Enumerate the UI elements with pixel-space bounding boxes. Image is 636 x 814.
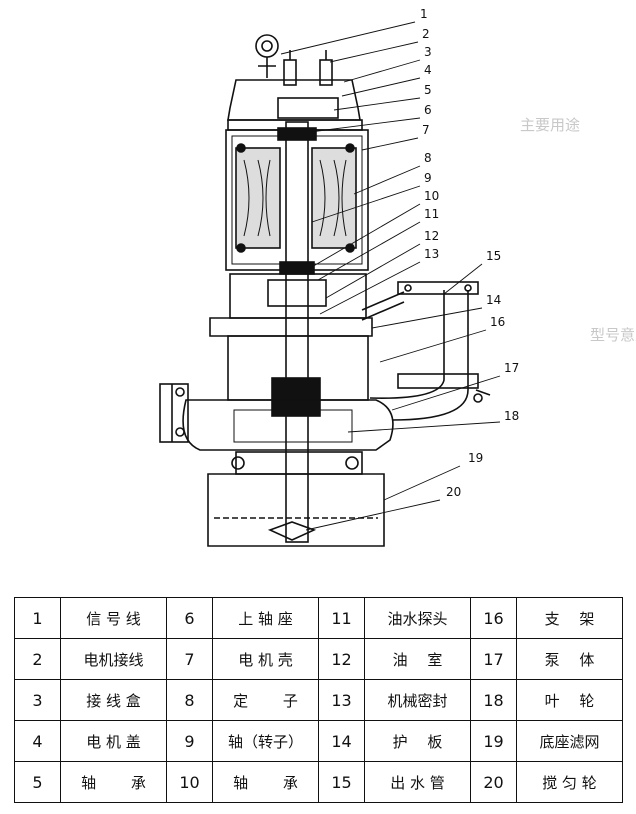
pump-cross-section-drawing: 主要用途 型号意义: [159, 7, 636, 547]
callout-number: 10: [424, 189, 439, 203]
callout-number: 12: [424, 229, 439, 243]
part-name: 出 水 管: [364, 761, 471, 803]
callout-number: 7: [422, 123, 430, 137]
part-name: 护 板: [364, 720, 471, 762]
part-number: 4: [14, 720, 61, 762]
part-name: 泵 体: [516, 638, 623, 680]
part-name: 轴 承: [212, 761, 319, 803]
part-number: 18: [470, 679, 517, 721]
part-name: 油水探头: [364, 597, 471, 639]
callout-number: 5: [424, 83, 432, 97]
callout-number: 20: [446, 485, 461, 499]
part-name: 底座滤网: [516, 720, 623, 762]
part-name: 电 机 盖: [60, 720, 167, 762]
callout-number: 1: [420, 7, 428, 21]
part-number: 5: [14, 761, 61, 803]
callout-number: 16: [490, 315, 505, 329]
part-name: 轴 承: [60, 761, 167, 803]
callout-number: 8: [424, 151, 432, 165]
part-number: 13: [318, 679, 365, 721]
part-name: 上 轴 座: [212, 597, 319, 639]
part-number: 15: [318, 761, 365, 803]
part-number: 6: [166, 597, 213, 639]
ghost-heading-usage: 主要用途: [520, 116, 580, 134]
part-number: 2: [14, 638, 61, 680]
callout-number: 3: [424, 45, 432, 59]
part-number: 19: [470, 720, 517, 762]
part-number: 3: [14, 679, 61, 721]
part-name: 支 架: [516, 597, 623, 639]
part-name: 机械密封: [364, 679, 471, 721]
callout-number: 17: [504, 361, 519, 375]
callout-number: 18: [504, 409, 519, 423]
part-name: 电 机 壳: [212, 638, 319, 680]
callout-number: 6: [424, 103, 432, 117]
part-name: 接 线 盒: [60, 679, 167, 721]
part-name: 信 号 线: [60, 597, 167, 639]
part-number: 14: [318, 720, 365, 762]
callout-number: 2: [422, 27, 430, 41]
part-name: 定 子: [212, 679, 319, 721]
part-name: 叶 轮: [516, 679, 623, 721]
callout-number: 9: [424, 171, 432, 185]
part-number: 17: [470, 638, 517, 680]
part-number: 11: [318, 597, 365, 639]
part-number: 9: [166, 720, 213, 762]
callout-number: 19: [468, 451, 483, 465]
callout-number: 4: [424, 63, 432, 77]
callout-number: 14: [486, 293, 501, 307]
callout-number: 15: [486, 249, 501, 263]
part-name: 电机接线: [60, 638, 167, 680]
part-number: 1: [14, 597, 61, 639]
part-number: 12: [318, 638, 365, 680]
part-number: 8: [166, 679, 213, 721]
part-number: 10: [166, 761, 213, 803]
part-number: 16: [470, 597, 517, 639]
part-name: 轴（转子）: [212, 720, 319, 762]
part-number: 7: [166, 638, 213, 680]
callout-number: 13: [424, 247, 439, 261]
ghost-heading-model: 型号意义: [590, 326, 636, 344]
part-number: 20: [470, 761, 517, 803]
part-name: 油 室: [364, 638, 471, 680]
callout-number: 11: [424, 207, 439, 221]
part-name: 搅 匀 轮: [516, 761, 623, 803]
